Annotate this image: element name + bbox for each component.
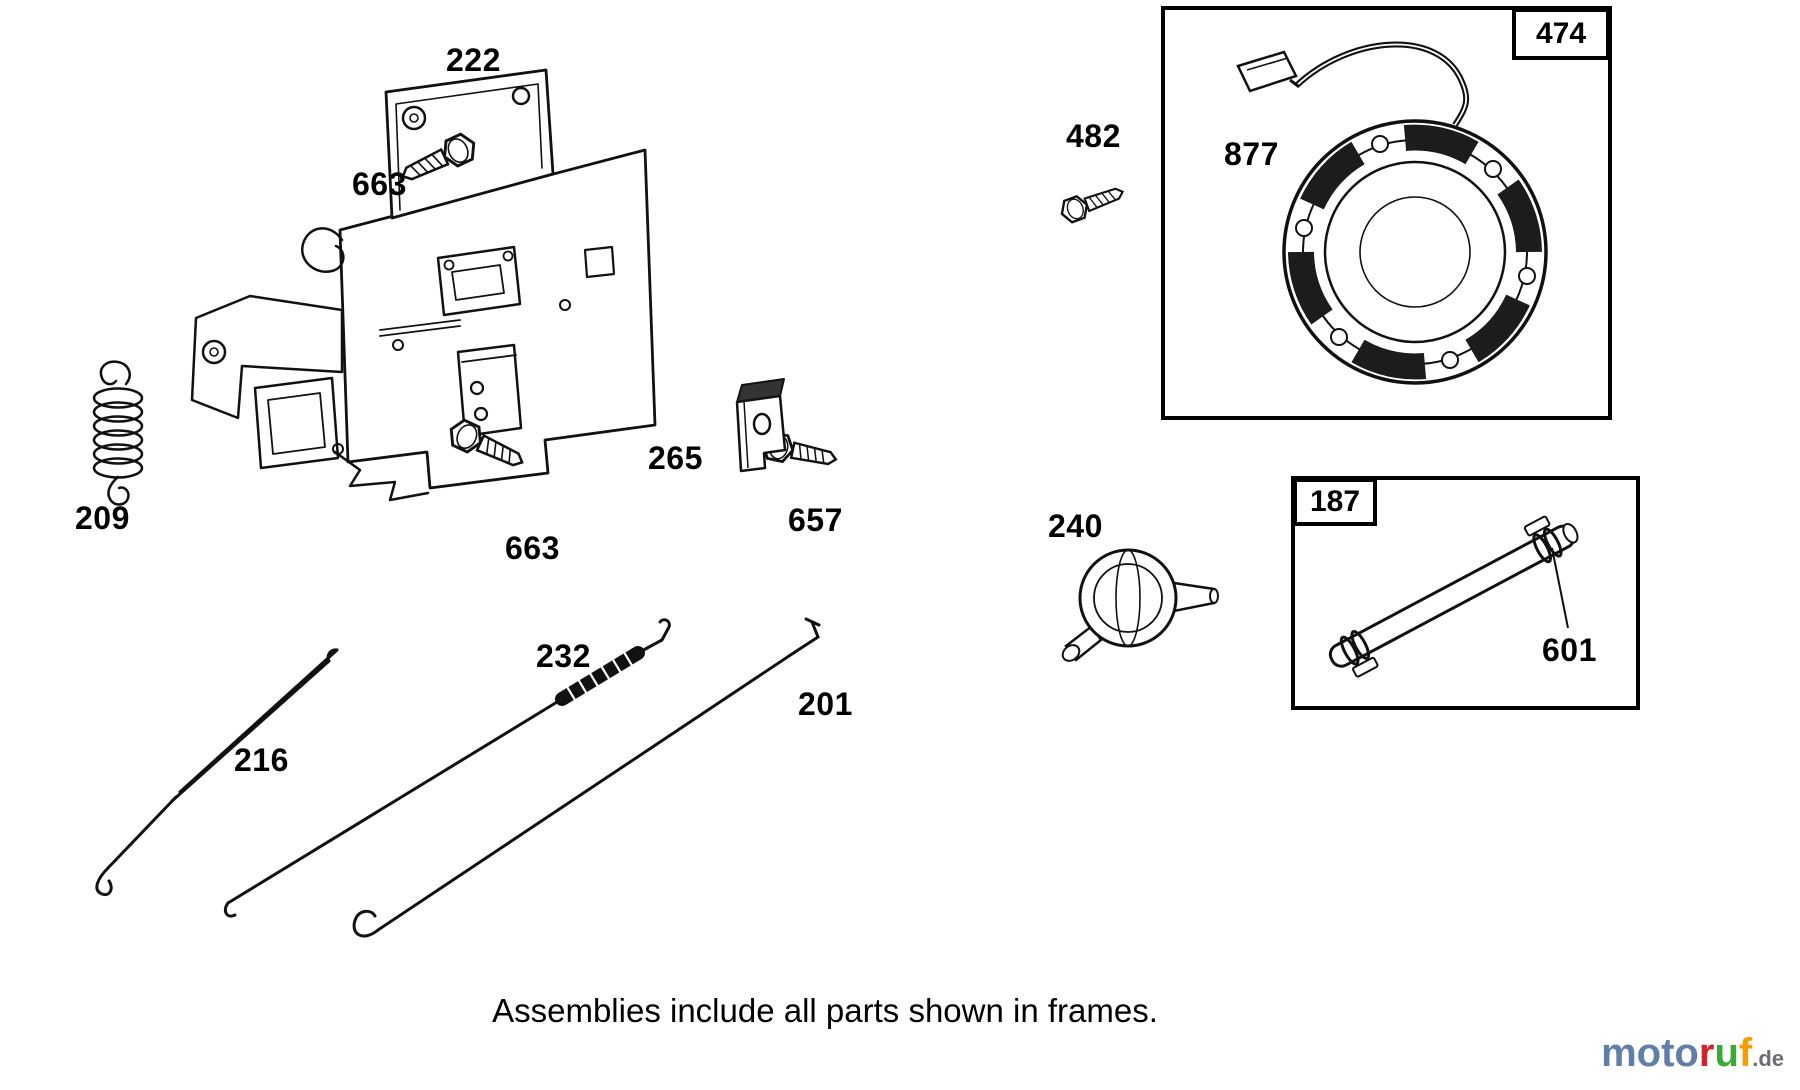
part-label-657: 657: [788, 502, 843, 538]
part-label-663-bottom: 663: [505, 530, 560, 566]
part-label-601: 601: [1542, 632, 1597, 668]
fuel-filter-240-drawing: [1061, 548, 1219, 662]
spring-209-drawing: [92, 360, 144, 506]
flywheel-877-drawing: [1236, 41, 1548, 385]
part-label-222: 222: [446, 42, 501, 78]
assemblies-caption: Assemblies include all parts shown in fr…: [492, 992, 1158, 1029]
part-label-482: 482: [1066, 118, 1121, 154]
part-label-663-top: 663: [352, 166, 407, 202]
leader-line-601: [1551, 547, 1569, 629]
logo-segment: .de: [1752, 1046, 1784, 1071]
fuel-hose-601-drawing: [1328, 515, 1579, 678]
rod-232-drawing: [223, 618, 671, 918]
logo-motoruf[interactable]: motoruf.de: [1601, 1031, 1784, 1076]
frame-badge-187: 187: [1293, 478, 1377, 526]
rod-201-drawing: [352, 617, 821, 938]
clip-265-drawing: [735, 378, 787, 473]
part-label-201: 201: [798, 686, 853, 722]
logo-segment: f: [1738, 1031, 1753, 1075]
logo-segment: moto: [1601, 1031, 1699, 1075]
logo-segment: r: [1698, 1031, 1715, 1075]
part-label-265: 265: [648, 440, 703, 476]
bracket-222-drawing: [190, 68, 657, 502]
part-label-216: 216: [234, 742, 289, 778]
part-label-877: 877: [1224, 136, 1279, 172]
screw-482-drawing: [1056, 179, 1128, 226]
logo-segment: u: [1714, 1031, 1739, 1075]
part-label-209: 209: [75, 500, 130, 536]
frame-badge-474: 474: [1512, 8, 1610, 60]
part-label-232: 232: [536, 638, 591, 674]
part-label-240: 240: [1048, 508, 1103, 544]
rod-216-drawing: [95, 648, 339, 897]
